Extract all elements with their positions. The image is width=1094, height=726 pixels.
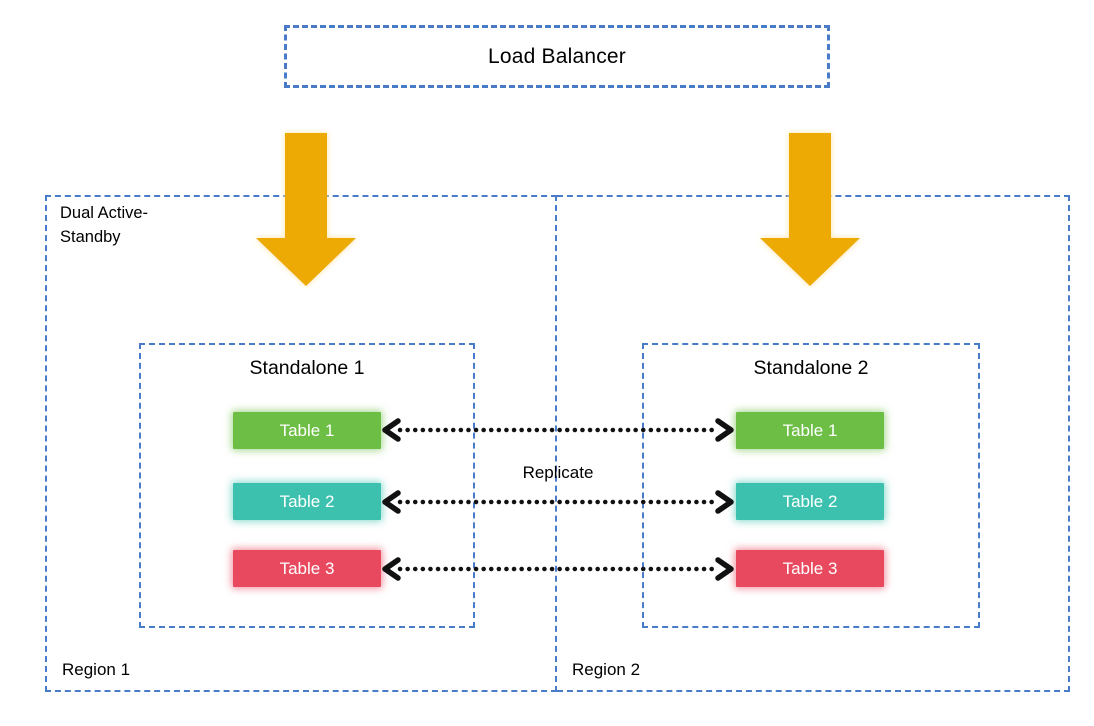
standalone-2-title: Standalone 2 [753,357,869,379]
load-balancer-box: Load Balancer [284,25,830,88]
table-label: Table 3 [782,558,838,578]
standalone-2-table-3: Table 3 [736,550,884,587]
table-label: Table 2 [782,491,838,511]
standalone-1-box: Standalone 1 [139,343,475,628]
dual-active-standby-label: Dual Active-Standby [60,204,149,246]
standalone-1-table-1: Table 1 [233,412,381,449]
replicate-label: Replicate [522,463,594,482]
region-1-label: Region 1 [62,660,131,679]
standalone-1-title: Standalone 1 [249,357,365,379]
load-balancer-label: Load Balancer [487,44,627,68]
standalone-2-table-1: Table 1 [736,412,884,449]
table-label: Table 2 [279,491,335,511]
standalone-2-table-2: Table 2 [736,483,884,520]
standalone-1-table-3: Table 3 [233,550,381,587]
region-2-label: Region 2 [572,660,641,679]
standalone-2-box: Standalone 2 [642,343,980,628]
table-label: Table 1 [279,420,335,440]
standalone-1-table-2: Table 2 [233,483,381,520]
table-label: Table 3 [279,558,335,578]
table-label: Table 1 [782,420,838,440]
